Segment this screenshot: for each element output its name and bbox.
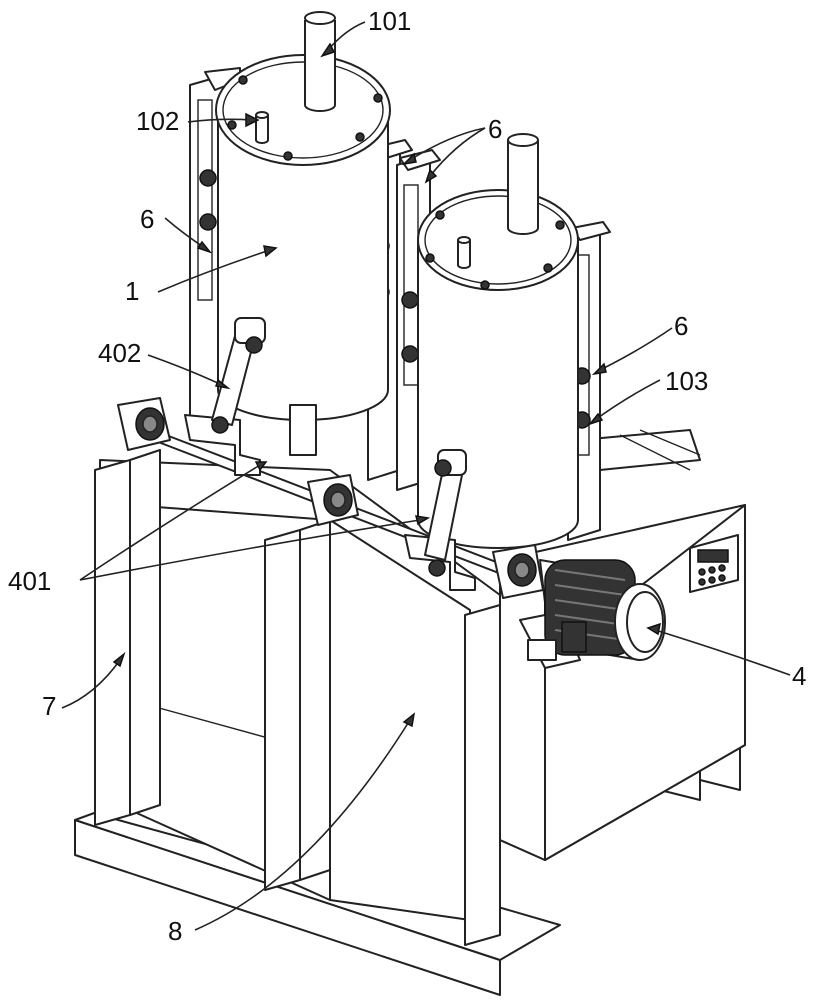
label-6-left: 6 [140,204,154,234]
label-4: 4 [792,661,806,691]
post-middle [264,519,331,891]
crank-arm-right [404,449,476,591]
bearing-right [492,544,544,599]
label-401: 401 [8,566,51,596]
bearing-left [117,397,171,451]
label-6-top: 6 [488,114,502,144]
label-8: 8 [168,916,182,946]
label-101: 101 [368,6,411,36]
leader-lines [61,21,791,931]
post-left-7 [94,449,161,826]
label-402: 402 [98,338,141,368]
bearing-middle [307,474,359,526]
label-6-right: 6 [674,311,688,341]
motor-4 [519,559,666,669]
callout-labels: 101 102 6 6 1 6 103 402 401 4 7 8 [8,6,806,946]
rail-left [189,67,241,436]
control-panel [689,534,739,593]
crank-arm-left [184,317,266,476]
post-front [464,604,501,946]
label-102: 102 [136,106,179,136]
label-103: 103 [665,366,708,396]
label-1: 1 [125,276,139,306]
label-7: 7 [42,691,56,721]
